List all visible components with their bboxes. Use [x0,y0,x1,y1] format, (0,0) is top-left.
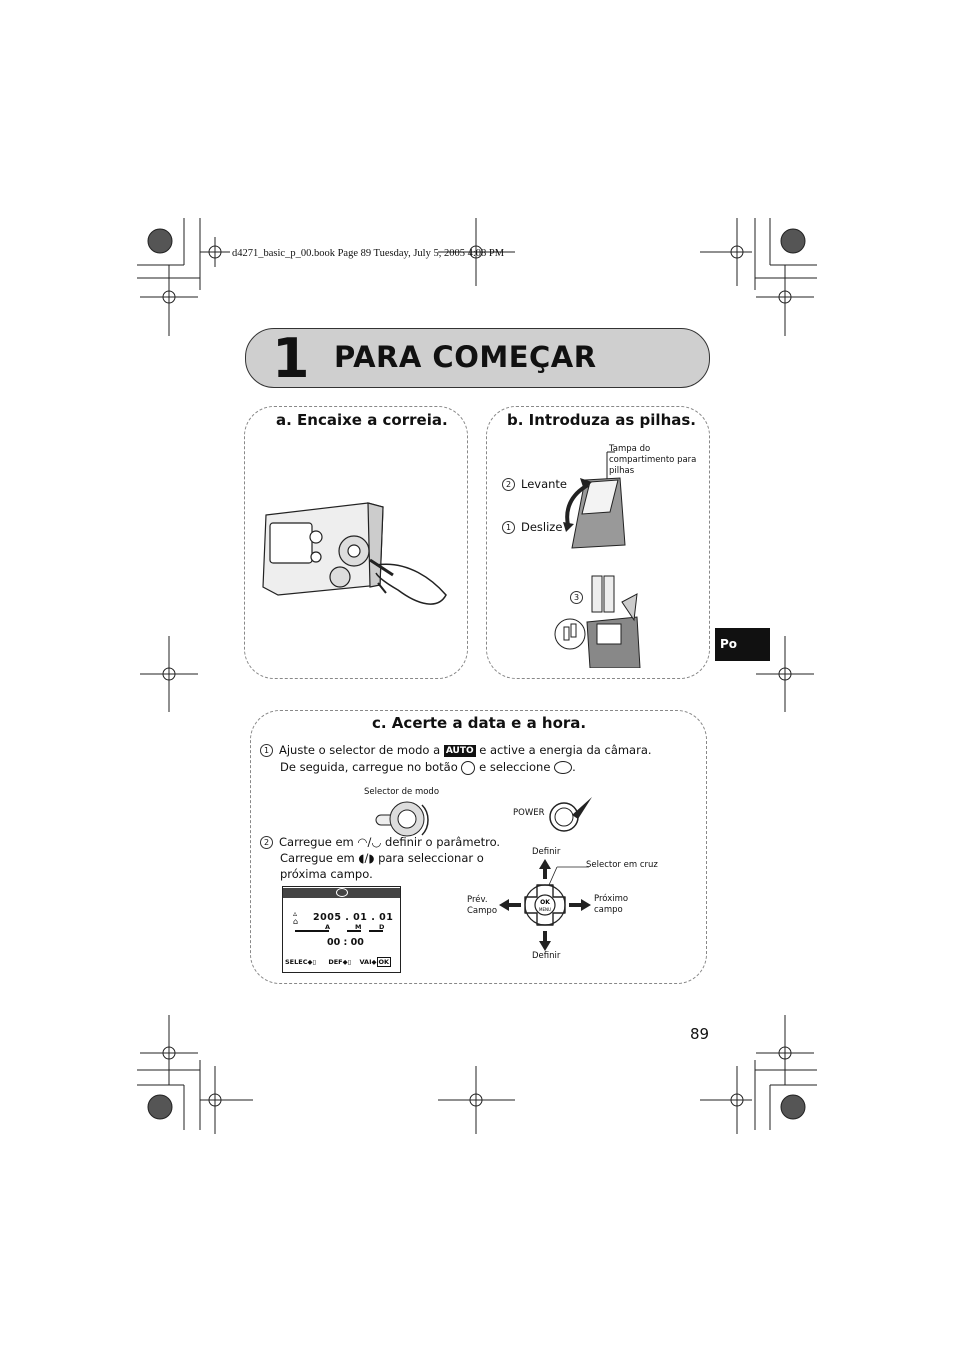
battery-insert-illustration [554,575,641,668]
panel-date-time [250,710,707,984]
page-number: 89 [690,1025,710,1043]
print-header: d4271_basic_p_00.book Page 89 Tuesday, J… [232,248,505,259]
lcd-day-label: D [379,923,385,931]
cross-selector-label: Selector em cruz [586,860,658,870]
step2-text-d: para seleccionar o [378,851,484,865]
panel-strap [244,406,468,679]
step2-text-a: Carregue em [279,835,354,849]
battery-lid-illustration [563,451,626,549]
lcd-footer-go: VAI [359,958,372,966]
step-number: 3 [570,591,583,604]
step1-text-c: De seguida, carregue no botão [280,760,458,774]
power-label: POWER [513,808,545,818]
step-lift: 2 Levante [502,477,567,491]
power-button-illustration [549,797,592,832]
cross-top-label: Definir [532,847,561,857]
step-insert: 3 [570,590,589,604]
lcd-date-screen: ▵ ⌂ 2005 . 01 . 01 A M D 00 : 00 SELEC◆▯… [282,886,401,973]
clock-icon [335,888,348,897]
step1-text-d: e seleccione [479,760,551,774]
ok-text: OK [540,899,550,906]
auto-mode-icon: AUTO [443,744,476,757]
clock-icon [554,761,573,774]
up-arrow-icon: ▵ [293,909,298,918]
section-b-title: b. Introduza as pilhas. [507,411,697,429]
chapter-number: 1 [272,327,310,390]
date-format-icon: ⌂ [293,917,299,926]
lcd-header [283,888,400,898]
step-slide: 1 Deslize [502,520,562,534]
step1-text-b: e active a energia da câmara. [479,743,652,757]
step-number: 1 [260,744,273,757]
arrow-pad-illustration: OK MENU [499,859,591,951]
language-tab: Po [715,628,770,661]
lcd-footer-ok: OK [376,957,392,967]
step2-line2: Carregue em ◖/◗ para seleccionar o [280,851,484,865]
lcd-month-label: M [355,923,362,931]
lcd-footer-select: SELEC [285,958,308,966]
battery-lid-label: Tampa do compartimento para pilhas [609,444,697,476]
lcd-date: 2005 . 01 . 01 [313,912,394,923]
section-a-title: a. Encaixe a correia. [276,411,448,429]
lcd-time: 00 : 00 [327,937,364,948]
step2-line1: 2 Carregue em ◠/◡ definir o parâmetro. [260,835,500,849]
panel-batteries [486,406,710,679]
cross-bottom-label: Definir [532,951,561,961]
step1-line2: De seguida, carregue no botão e seleccio… [280,760,576,775]
step-lift-label: Levante [521,477,568,491]
ymd-underlines [293,930,393,932]
mode-dial-label: Selector de modo [364,787,440,797]
left-right-button-icon: ◖/◗ [358,851,375,865]
step1-text-a: Ajuste o selector de modo a [279,743,441,757]
chapter-title-bar [245,328,710,388]
camera-strap-illustration [262,502,447,605]
step2-line3: próxima campo. [280,867,373,881]
step1-line1: 1 Ajuste o selector de modo a AUTO e acti… [260,743,652,757]
underline [369,930,383,932]
chapter-title: PARA COMEÇAR [334,340,597,374]
step-slide-label: Deslize [521,520,563,534]
cross-right-label: Próximo campo [594,894,629,915]
lcd-year-label: A [325,923,331,931]
step2-text-c: Carregue em [280,851,355,865]
menu-text: MENU [539,907,551,912]
lcd-footer-set: DEF [328,958,343,966]
lcd-footer: SELEC◆▯ DEF◆▯ VAI◆OK [285,957,392,967]
up-down-button-icon: ◠/◡ [357,835,382,849]
step-number: 2 [260,836,273,849]
section-c-title: c. Acerte a data e a hora. [372,714,587,732]
step-number: 2 [502,478,515,491]
underline [347,930,361,932]
cross-left-label: Prév. Campo [467,895,498,916]
step-number: 1 [502,521,515,534]
ok-menu-button-icon [461,760,476,775]
step2-text-b: definir o parâmetro. [385,835,501,849]
underline [295,930,329,932]
mode-dial-illustration [375,801,429,837]
